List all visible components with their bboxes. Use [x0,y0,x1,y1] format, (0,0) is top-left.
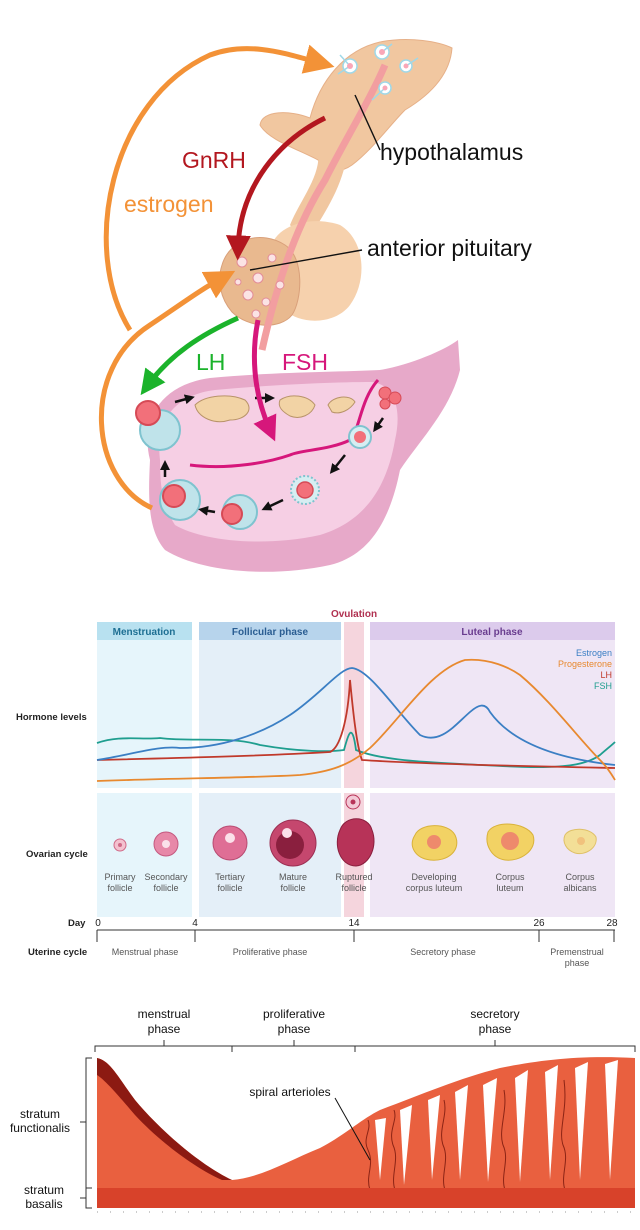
phase-ovulation: Ovulation [331,609,377,620]
phase-luteal: Luteal phase [461,627,523,638]
fsh-label: FSH [282,349,328,375]
gnrh-arrow [225,115,327,261]
day-26: 26 [533,918,545,929]
spiral-arterioles-label: spiral arterioles [249,1085,330,1099]
day-4: 4 [192,918,198,929]
corpus-developing-l1: Developing [411,872,456,882]
corpus-developing-l2: corpus luteum [406,883,463,893]
anterior-pituitary-label: anterior pituitary [367,235,532,261]
hormone-levels-label: Hormone levels [16,712,87,723]
day-label: Day [68,918,86,929]
proliferative-phase-l1: proliferative [263,1007,325,1021]
uterine-premenstrual-l1: Premenstrual [550,947,604,957]
day-0: 0 [95,918,101,929]
hypothalamus-label: hypothalamus [380,139,523,165]
uterine-proliferative: Proliferative phase [233,947,308,957]
legend-estrogen: Estrogen [576,648,612,658]
menstrual-cycle-chart: Menstruation Follicular phase Ovulation … [16,609,620,968]
day-28: 28 [606,918,618,929]
ovary-follicles [135,386,402,530]
stratum-basalis [97,1188,635,1208]
estrogen-arrow-upper [103,44,335,332]
uterine-secretory: Secretory phase [410,947,476,957]
spiral-arterioles [365,1079,567,1191]
corpus-albicans-l2: albicans [563,883,597,893]
ovarian-stage-icons [113,794,597,867]
uterine-menstrual: Menstrual phase [112,947,179,957]
corpus-luteum-shapes [194,395,356,423]
stratum-functionalis [97,1057,635,1190]
uterine-premenstrual-l2: phase [565,958,590,968]
proliferative-phase-l2: phase [278,1022,311,1036]
fsh-arrow [251,319,277,442]
follicle-primary-l2: follicle [107,883,132,893]
stratum-functionalis-l1: stratum [20,1107,60,1121]
uterine-cycle-label: Uterine cycle [28,947,87,958]
stratum-basalis-l2: basalis [25,1197,62,1211]
curve-lh [96,679,616,769]
gnrh-label: GnRH [182,147,246,173]
secretory-phase-l2: phase [479,1022,512,1036]
follicle-ruptured-l2: follicle [341,883,366,893]
follicle-mature-l2: follicle [280,883,305,893]
menstrual-phase-l1: menstrual [138,1007,191,1021]
estrogen-arrow-lower [98,270,236,511]
shed-layer [97,1058,232,1180]
endometrial-glands [375,1060,618,1185]
lh-label: LH [196,349,225,375]
follicle-primary-l1: Primary [105,872,136,882]
follicle-secondary-l2: follicle [153,883,178,893]
secretory-phase-l1: secretory [470,1007,519,1021]
follicle-tertiary-l1: Tertiary [215,872,245,882]
lh-arrow [140,315,240,396]
day-14: 14 [348,918,360,929]
ovarian-cycle-label: Ovarian cycle [26,849,88,860]
curve-estrogen [96,667,616,766]
stratum-basalis-l1: stratum [24,1183,64,1197]
legend-lh: LH [600,670,612,680]
curve-fsh [96,731,616,768]
menstrual-phase-l2: phase [148,1022,181,1036]
follicle-secondary-l1: Secondary [144,872,188,882]
hypothalamus-pituitary-illustration: GnRH estrogen hypothalamus anterior pitu… [98,39,532,572]
stratum-functionalis-l2: functionalis [10,1121,70,1135]
follicle-ruptured-l1: Ruptured [335,872,372,882]
corpus-luteum-l1: Corpus [495,872,525,882]
corpus-luteum-l2: luteum [496,883,523,893]
legend-progesterone: Progesterone [558,659,612,669]
phase-follicular: Follicular phase [232,627,309,638]
follicle-tertiary-l2: follicle [217,883,242,893]
legend-fsh: FSH [594,681,612,691]
follicle-mature-l1: Mature [279,872,307,882]
endometrium-diagram: menstrual phase proliferative phase secr… [10,1007,636,1213]
corpus-albicans-l1: Corpus [565,872,595,882]
curve-progesterone [96,658,616,782]
estrogen-label: estrogen [124,191,214,217]
phase-menstruation: Menstruation [113,627,176,638]
